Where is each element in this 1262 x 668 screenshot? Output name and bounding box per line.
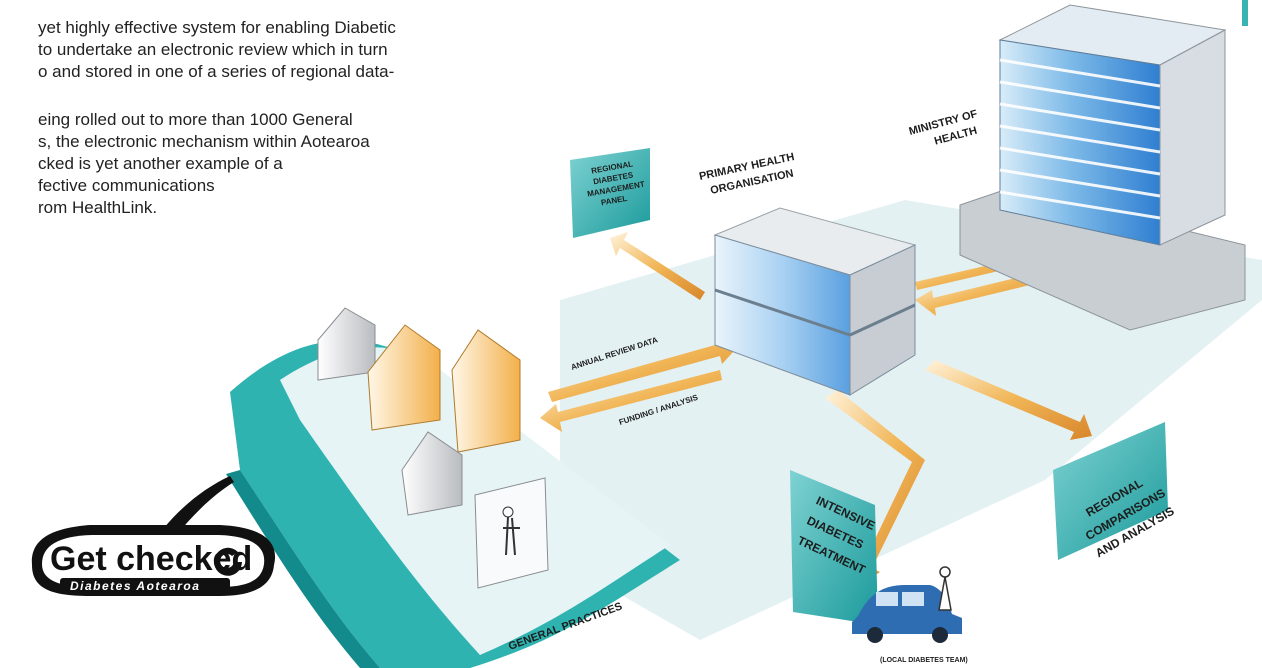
body-line-4: eing rolled out to more than 1000 Genera…	[38, 110, 353, 129]
arrow-regional-panel	[610, 232, 705, 300]
car-icon	[852, 585, 962, 643]
arrow-annual-review	[548, 336, 735, 402]
get-checked-logo: Get checked Diabetes Aotearoa	[31, 476, 276, 596]
house-orange-2	[451, 329, 521, 453]
ministry-building	[959, 4, 1246, 331]
arrow-to-ministry	[915, 250, 1035, 290]
body-line-7: fective communications	[38, 176, 215, 195]
arrow-regional-comparisons	[925, 360, 1092, 440]
body-line-3: o and stored in one of a series of regio…	[38, 62, 395, 81]
svg-text:MINISTRY OF HEALTH: MINISTRY OF HEALTH	[908, 107, 986, 153]
corner-accent-bar	[1242, 0, 1248, 26]
house-grey-1	[317, 307, 376, 381]
svg-text:PRIMARY HEALTH ORGANISATIO: PRIMARY HEALTH ORGANISATION	[698, 150, 802, 198]
house-orange-1	[367, 324, 441, 431]
arrow-funding	[540, 370, 722, 432]
logo-subtitle: Diabetes Aotearoa	[70, 579, 200, 593]
intensive-treatment-board: INTENSIVE DIABETES TREATMENT	[790, 470, 878, 625]
arrow-from-ministry	[915, 274, 1034, 316]
body-line-1: yet highly effective system for enabling…	[38, 18, 396, 37]
regional-panel-board: REGIONAL DIABETES MANAGEMENT PANEL	[570, 148, 650, 238]
checkmark-icon	[122, 476, 234, 568]
house-grey-2	[401, 431, 463, 516]
swirl-icon	[214, 547, 242, 576]
body-line-2: to undertake an electronic review which …	[38, 40, 388, 59]
body-line-5: s, the electronic mechanism within Aotea…	[38, 132, 370, 151]
pho-building	[713, 207, 917, 396]
person-icon	[938, 566, 952, 611]
body-line-6: cked is yet another example of a	[38, 154, 283, 173]
body-line-8: rom HealthLink.	[38, 198, 158, 217]
local-team-label: (LOCAL DIABETES TEAM)	[880, 657, 968, 664]
clinic-room	[474, 477, 549, 589]
